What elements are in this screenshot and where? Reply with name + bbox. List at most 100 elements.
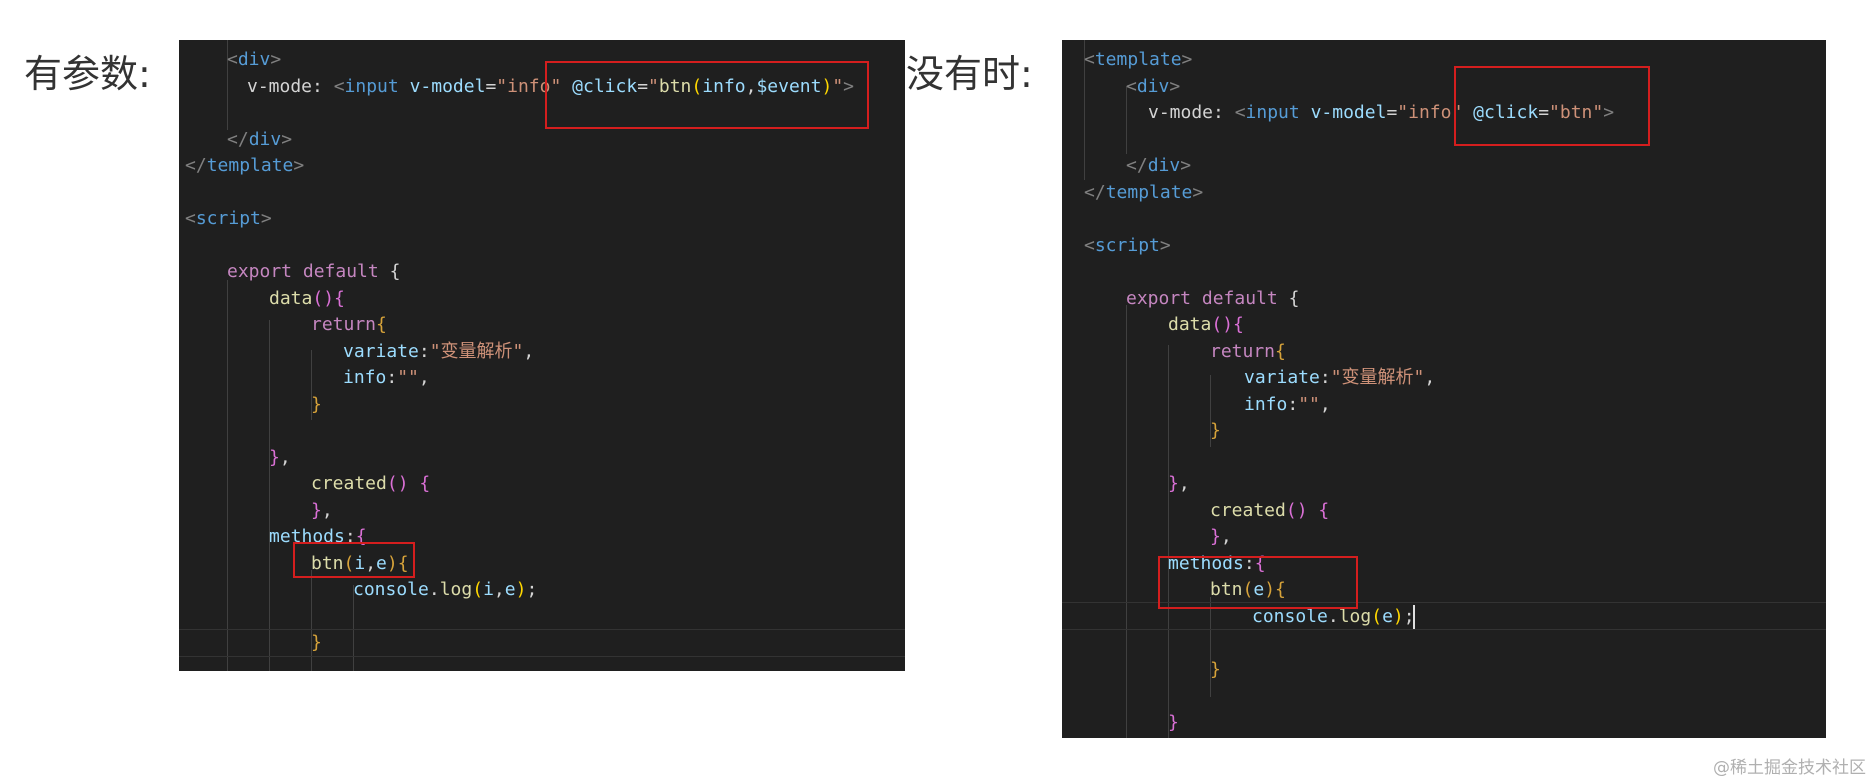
code-line: }: [311, 630, 322, 657]
code-token: :: [386, 367, 398, 388]
code-line: </template>: [1084, 180, 1203, 207]
code-line: export default {: [1126, 286, 1299, 313]
code-token: {: [397, 552, 409, 574]
code-token: (: [343, 552, 355, 574]
code-token: ): [821, 75, 833, 97]
text-cursor: [1413, 605, 1415, 629]
code-token: created: [1210, 499, 1286, 521]
code-token: variate: [343, 340, 419, 362]
current-line-highlight: [179, 629, 905, 657]
code-token: =: [485, 75, 497, 97]
code-token: created: [311, 473, 387, 494]
code-token: </: [227, 128, 249, 150]
code-line: }: [1210, 657, 1221, 684]
code-line: info:"",: [1244, 392, 1331, 419]
code-token: {: [334, 287, 345, 309]
code-token: ,: [365, 552, 377, 574]
code-token: console: [1252, 605, 1328, 627]
code-token: info: [702, 75, 746, 97]
code-token: {: [355, 526, 367, 547]
indent-guide: [1084, 40, 1085, 180]
code-editor-without-params: <template><div>v-mode: <input v-model="i…: [1062, 40, 1826, 738]
code-token: div: [1136, 75, 1170, 97]
code-token: ): [1264, 579, 1276, 600]
code-token: ,: [418, 367, 430, 388]
code-token: v-model: [1310, 102, 1387, 123]
code-token: template: [1094, 49, 1182, 70]
code-line: variate:"变量解析",: [1244, 365, 1435, 392]
highlight-box-click-handler: [545, 61, 869, 129]
code-token: (: [691, 75, 703, 97]
indent-guide: [311, 570, 312, 671]
code-line: <template>: [1084, 47, 1192, 74]
code-token: >: [1180, 155, 1192, 176]
code-token: :: [1319, 367, 1331, 388]
code-token: }: [269, 446, 280, 468]
code-token: "": [397, 367, 419, 388]
code-token: ): [1392, 605, 1404, 627]
code-token: (): [1211, 314, 1234, 335]
code-token: (): [386, 473, 420, 494]
code-token: log: [439, 579, 473, 600]
code-token: .: [1327, 605, 1339, 627]
code-line: info:"",: [343, 365, 430, 392]
code-token: }: [1210, 658, 1221, 680]
code-token: btn: [658, 75, 692, 97]
caption-without-params: 没有时:: [906, 52, 1033, 96]
code-line: }: [1168, 710, 1179, 737]
code-token: >: [293, 155, 305, 176]
code-token: default: [302, 261, 390, 282]
code-token: e: [1253, 579, 1265, 600]
code-line: <div>: [227, 47, 281, 74]
code-token: ,: [1319, 393, 1331, 415]
code-token: <: [185, 208, 196, 229]
code-token: {: [1233, 314, 1244, 335]
code-token: script: [195, 208, 261, 229]
code-token: <: [333, 75, 345, 97]
code-line: created() {: [1210, 498, 1329, 525]
code-token: return: [1210, 340, 1276, 362]
code-line: return{: [311, 312, 387, 339]
code-line: export default {: [227, 259, 400, 286]
code-token: btn: [311, 552, 344, 574]
code-token: e: [504, 579, 516, 600]
code-line: return{: [1210, 339, 1286, 366]
code-token: v-model: [409, 75, 486, 97]
code-token: </: [1084, 181, 1106, 203]
code-token: export: [1126, 287, 1202, 309]
code-token: v-mode:: [1148, 102, 1235, 123]
code-token: <: [1126, 75, 1137, 97]
code-token: "变量解析": [1330, 367, 1425, 388]
code-token: ,: [279, 446, 291, 468]
code-token: ": [832, 75, 844, 97]
code-token: }: [1210, 526, 1221, 547]
code-line: },: [1168, 471, 1190, 498]
code-token: log: [1338, 605, 1372, 627]
code-token: =: [1386, 102, 1398, 123]
highlight-box-method-signature: [1158, 556, 1358, 609]
code-token: "": [1298, 393, 1320, 415]
code-token: {: [1254, 552, 1266, 574]
code-token: methods: [269, 526, 345, 547]
code-token: i: [354, 552, 366, 574]
code-token: >: [270, 49, 282, 70]
code-token: :: [1287, 393, 1299, 415]
indent-guide: [353, 585, 354, 671]
code-token: data: [269, 287, 313, 309]
code-token: @click: [572, 75, 638, 97]
code-token: (: [472, 579, 484, 600]
indent-guide: [1126, 305, 1127, 738]
indent-guide: [1126, 86, 1127, 154]
code-line: data(){: [269, 286, 345, 313]
code-token: input: [1245, 102, 1311, 123]
code-token: export: [227, 261, 303, 282]
code-token: e: [376, 552, 387, 574]
code-token: ): [386, 552, 398, 574]
code-token: ,: [1220, 526, 1232, 547]
code-line: v-mode: <input v-model="info" @click="bt…: [1148, 100, 1614, 127]
code-token: }: [1210, 420, 1221, 441]
code-token: ,: [745, 75, 757, 97]
indent-guide: [1210, 375, 1211, 447]
code-token: v-mode:: [247, 75, 334, 97]
code-token: <: [1084, 49, 1095, 70]
